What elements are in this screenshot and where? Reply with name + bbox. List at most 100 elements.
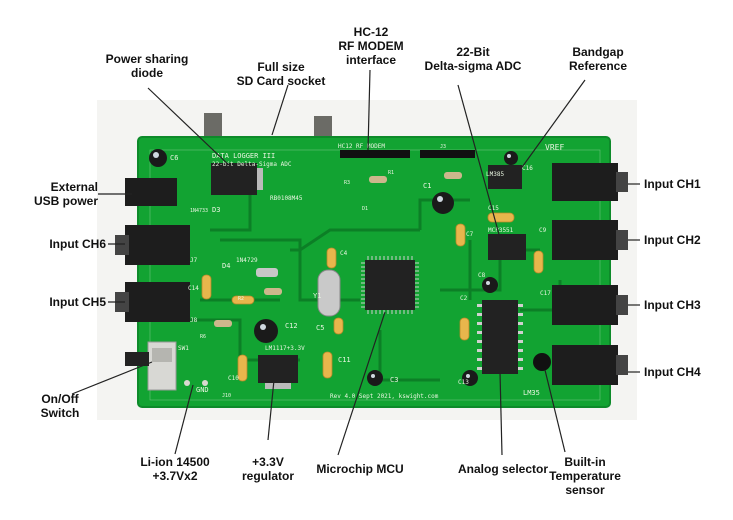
callout-text: Microchip MCU	[316, 462, 404, 476]
callout-analog-selector: Analog selector	[448, 462, 558, 476]
diode-tab	[257, 168, 263, 190]
silk-adc-part: MCP3551	[488, 227, 514, 234]
ref-c10: C10	[228, 375, 239, 382]
callout-text: sensor	[565, 483, 605, 497]
crystal-oscillator	[317, 269, 341, 317]
callout-battery: Li-ion 14500 +3.7Vx2	[125, 455, 225, 483]
silk-diode2-part: 1N4733	[190, 208, 208, 214]
callout-sd-card: Full size SD Card socket	[226, 60, 336, 88]
callout-text: Input CH2	[644, 233, 701, 247]
callout-text: Full size	[257, 60, 305, 74]
callout-text: Switch	[40, 406, 80, 420]
ref-r3: R3	[344, 180, 350, 186]
callout-text: External	[50, 180, 98, 194]
ref-r1: R1	[388, 170, 394, 176]
silk-temp-part: LM35	[523, 389, 540, 397]
ref-d4: D4	[222, 262, 230, 270]
battery-pad-plus	[184, 380, 190, 386]
callout-text: Analog selector	[457, 462, 549, 476]
callout-text: On/Off	[41, 392, 79, 406]
ref-c12: C12	[285, 322, 298, 330]
callout-text: Input CH1	[644, 177, 701, 191]
adc-chip	[488, 234, 526, 260]
callout-text: Li-ion 14500	[140, 455, 210, 469]
callout-text: SD Card socket	[236, 74, 326, 88]
callout-bandgap: Bandgap Reference	[558, 45, 638, 73]
callout-mcu: Microchip MCU	[305, 462, 415, 476]
ref-c11: C11	[338, 356, 351, 364]
sd-card-latch-left	[204, 113, 222, 143]
ref-c8: C8	[478, 272, 486, 279]
ref-c15: C15	[488, 205, 499, 212]
silk-gnd: GND	[196, 386, 209, 394]
callout-onoff: On/Off Switch	[30, 392, 90, 420]
ref-c16: C16	[522, 165, 533, 172]
callout-text: regulator	[241, 469, 294, 483]
jack-ch4	[552, 345, 628, 385]
selector-pins	[477, 304, 523, 370]
callout-text: Input CH5	[49, 295, 106, 309]
callout-text: RF MODEM	[338, 39, 404, 53]
ref-c6: C6	[170, 154, 178, 162]
callout-regulator: +3.3V regulator	[230, 455, 306, 483]
ref-d3: D3	[212, 206, 220, 214]
ref-c7: C7	[466, 231, 474, 238]
tantalum-capacitors	[201, 212, 544, 382]
ref-c9: C9	[539, 227, 547, 234]
callout-text: Input CH3	[644, 298, 701, 312]
callout-ch3: Input CH3	[644, 298, 728, 312]
ref-r2: R2	[238, 296, 244, 302]
callout-ch2: Input CH2	[644, 233, 728, 247]
callout-text: Delta-sigma ADC	[424, 59, 522, 73]
silk-vref: VREF	[545, 143, 564, 152]
callout-text: 22-Bit	[456, 45, 490, 59]
ref-c14: C14	[188, 285, 199, 292]
ref-c1: C1	[423, 182, 431, 190]
callout-text: Built-in	[564, 455, 606, 469]
silk-footer: Rev 4.0 Sept 2021, kswight.com	[330, 393, 439, 400]
callout-text: Temperature	[549, 469, 621, 483]
ref-c13: C13	[458, 379, 469, 386]
jack-ch6	[115, 225, 190, 265]
switch-slider	[152, 348, 172, 362]
silk-ref-part: LM385	[486, 171, 504, 178]
callout-text: USB power	[33, 194, 98, 208]
microchip-mcu	[365, 260, 415, 310]
jack-ch2	[552, 220, 628, 260]
bandgap-reference-chip	[488, 165, 522, 189]
callout-temp-sensor: Built-in Temperature sensor	[540, 455, 630, 497]
switch-knob	[125, 352, 149, 366]
callout-leaders	[71, 69, 640, 456]
usb-power-jack	[125, 178, 177, 206]
temperature-sensor	[533, 353, 551, 371]
callout-power-diode: Power sharing diode	[102, 52, 192, 80]
ref-j8: J8	[190, 317, 198, 324]
callout-usb-power: External USB power	[18, 180, 98, 208]
callout-text: +3.7Vx2	[152, 469, 198, 483]
callout-ch5: Input CH5	[18, 295, 106, 309]
callout-ch6: Input CH6	[18, 237, 106, 251]
silk-switch-label: SW1	[178, 345, 189, 352]
silk-hc12: HC12 RF MODEM	[338, 143, 385, 150]
battery-pad-minus	[202, 380, 208, 386]
resistors	[214, 172, 462, 327]
callout-text: HC-12	[353, 25, 389, 39]
silk-title: DATA LOGGER III	[212, 152, 275, 160]
jack-ch1	[552, 163, 628, 201]
callout-text: Input CH4	[644, 365, 701, 379]
jack-ch3	[552, 285, 628, 325]
jack-ch5	[115, 282, 190, 322]
analog-selector-chip	[482, 300, 518, 374]
callout-text: diode	[131, 66, 163, 80]
silk-regulator-part: LM1117+3.3V	[265, 345, 305, 352]
ref-r6: R6	[200, 334, 206, 340]
ref-c4: C4	[340, 250, 348, 257]
silk-j10: J10	[222, 393, 231, 399]
ref-c5: C5	[316, 324, 324, 332]
ref-c3: C3	[390, 376, 398, 384]
callout-hc12: HC-12 RF MODEM interface	[326, 25, 416, 67]
regulator-tab	[265, 383, 291, 389]
hc12-header	[340, 150, 475, 158]
callout-text: interface	[345, 53, 397, 67]
